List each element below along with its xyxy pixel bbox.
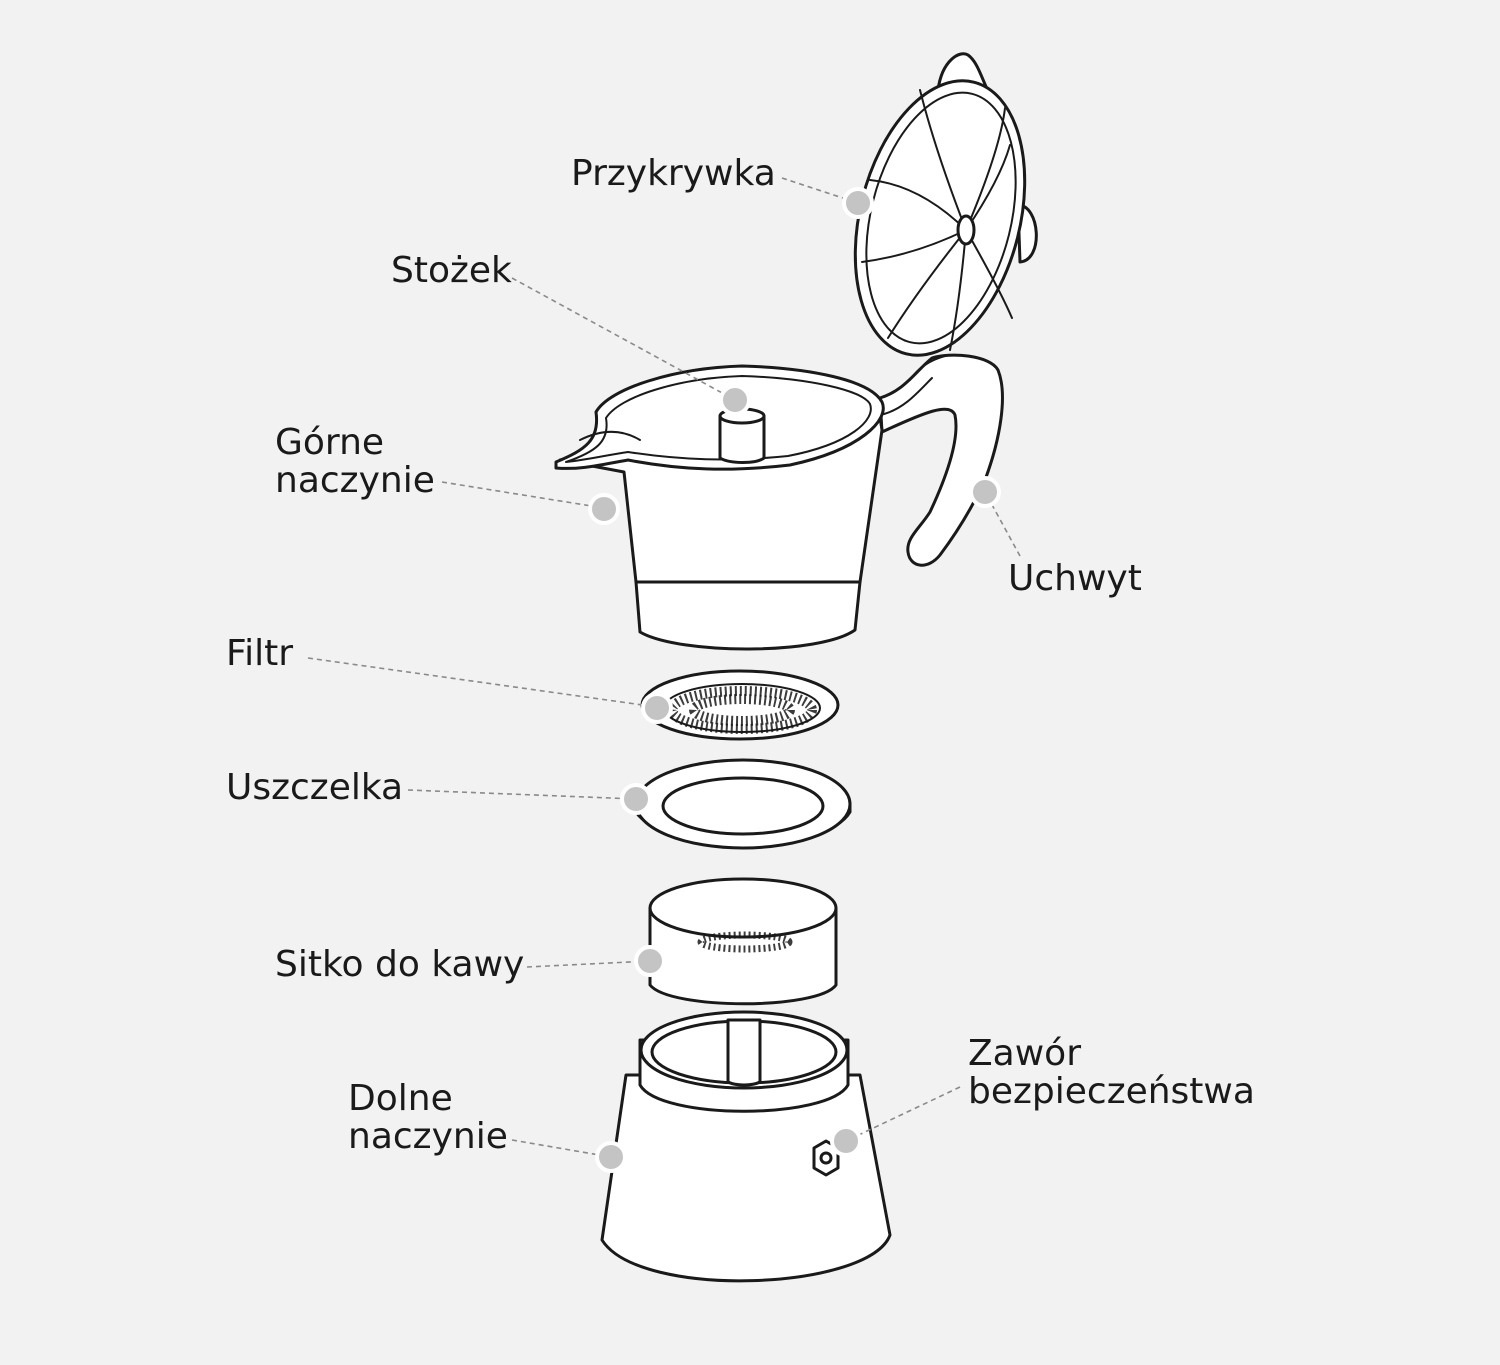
- leader-stozek: [511, 277, 736, 401]
- upper-chamber-spout: [579, 430, 641, 441]
- label-przykrywka: Przykrywka: [571, 153, 776, 194]
- filter-perforation-inner: [689, 694, 795, 726]
- marker-dolne: [595, 1141, 627, 1173]
- label-uchwyt: Uchwyt: [1008, 558, 1142, 599]
- leader-lines: [307, 177, 1021, 1158]
- marker-filtr: [641, 692, 673, 724]
- marker-uszczelka: [620, 783, 652, 815]
- leader-sitko: [526, 960, 651, 968]
- upper-chamber: [554, 364, 885, 651]
- marker-sitko: [634, 945, 666, 977]
- label-filtr: Filtr: [226, 633, 294, 674]
- label-dolne-naczynie: Dolne naczynie: [348, 1078, 508, 1157]
- handle-arm-line-2: [909, 355, 946, 381]
- callout-markers: [588, 187, 1001, 1173]
- filter: [640, 669, 840, 741]
- marker-przykrywka: [842, 187, 874, 219]
- lid-ribs: [861, 89, 1013, 351]
- label-stozek: Stożek: [391, 250, 512, 291]
- label-gorne-naczynie: Górne naczynie: [275, 422, 435, 501]
- upper-chamber-inner-lip: [565, 374, 872, 463]
- leader-uszczelka: [407, 789, 637, 800]
- marker-gorne: [588, 493, 620, 525]
- leader-dolne: [511, 1139, 612, 1158]
- label-zawor-bezpieczenstwa: Zawór bezpieczeństwa: [968, 1033, 1255, 1112]
- lower-chamber-body: [600, 1073, 892, 1283]
- coffee-basket-holes: [697, 931, 793, 953]
- cone: [718, 407, 766, 464]
- marker-uchwyt: [969, 476, 1001, 508]
- lower-chamber: [600, 1010, 892, 1283]
- leader-uchwyt: [984, 491, 1021, 557]
- label-uszczelka: Uszczelka: [226, 767, 404, 808]
- handle: [878, 353, 1004, 567]
- lid: [853, 52, 1038, 357]
- leader-filtr: [307, 657, 658, 708]
- safety-valve-core: [819, 1151, 833, 1165]
- label-sitko-do-kawy: Sitko do kawy: [275, 944, 525, 985]
- handle-arm-line: [883, 377, 933, 415]
- leader-gorne: [441, 481, 605, 509]
- marker-stozek: [719, 384, 751, 416]
- marker-zawor: [830, 1125, 862, 1157]
- lid-center-boss: [956, 214, 976, 246]
- gasket-inner: [661, 776, 825, 836]
- funnel-tube: [726, 1018, 762, 1087]
- coffee-basket: [648, 877, 838, 1006]
- cone-column: [718, 414, 766, 464]
- leader-zawor: [845, 1086, 961, 1142]
- gasket: [634, 758, 852, 850]
- coffee-basket-top: [648, 877, 838, 939]
- upper-chamber-base-band: [634, 580, 862, 651]
- safety-valve: [812, 1139, 840, 1177]
